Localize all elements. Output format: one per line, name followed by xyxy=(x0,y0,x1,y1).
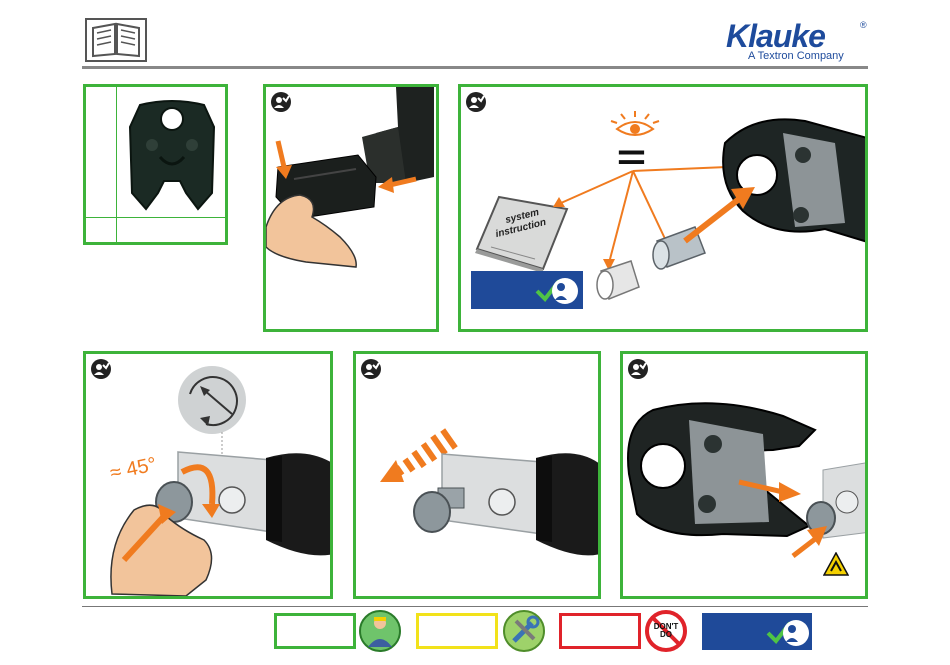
panel-rotate-release: ≈ 45° xyxy=(83,351,333,599)
brand-subtitle: A Textron Company xyxy=(748,50,844,62)
header-rule xyxy=(82,66,868,69)
legend-green-box xyxy=(274,613,356,649)
insert-die-illustration xyxy=(266,87,436,329)
dont-do-text: DON'T DO xyxy=(650,623,682,639)
press-jaw-image xyxy=(122,97,222,217)
dont-do-icon: DON'T DO xyxy=(644,609,688,653)
legend-red-box xyxy=(559,613,641,649)
panel-die-overview xyxy=(83,84,228,245)
panel-insert-die xyxy=(263,84,439,332)
panel-system-instruction: = system instruction xyxy=(458,84,868,332)
grid-line-horizontal xyxy=(86,217,228,218)
legend-yellow-box xyxy=(416,613,498,649)
pipe-fitting-a xyxy=(591,257,643,309)
manual-icon xyxy=(85,18,147,62)
registered-mark: ® xyxy=(860,20,867,30)
worker-icon xyxy=(358,609,402,653)
insert-arrow xyxy=(679,183,765,247)
pinch-hazard-icon xyxy=(823,552,849,576)
panel-pull-out xyxy=(353,351,601,599)
pull-out-illustration xyxy=(356,354,598,596)
tools-icon xyxy=(502,609,546,653)
check-operator-badge xyxy=(471,271,583,309)
footer-rule xyxy=(82,606,868,607)
brand-logo: Klauke ® A Textron Company xyxy=(722,18,872,64)
check-operator-icon xyxy=(764,615,810,649)
grid-line-vertical xyxy=(116,87,117,245)
legend-blue-box xyxy=(702,613,812,650)
panel-insert-jaw xyxy=(620,351,868,599)
